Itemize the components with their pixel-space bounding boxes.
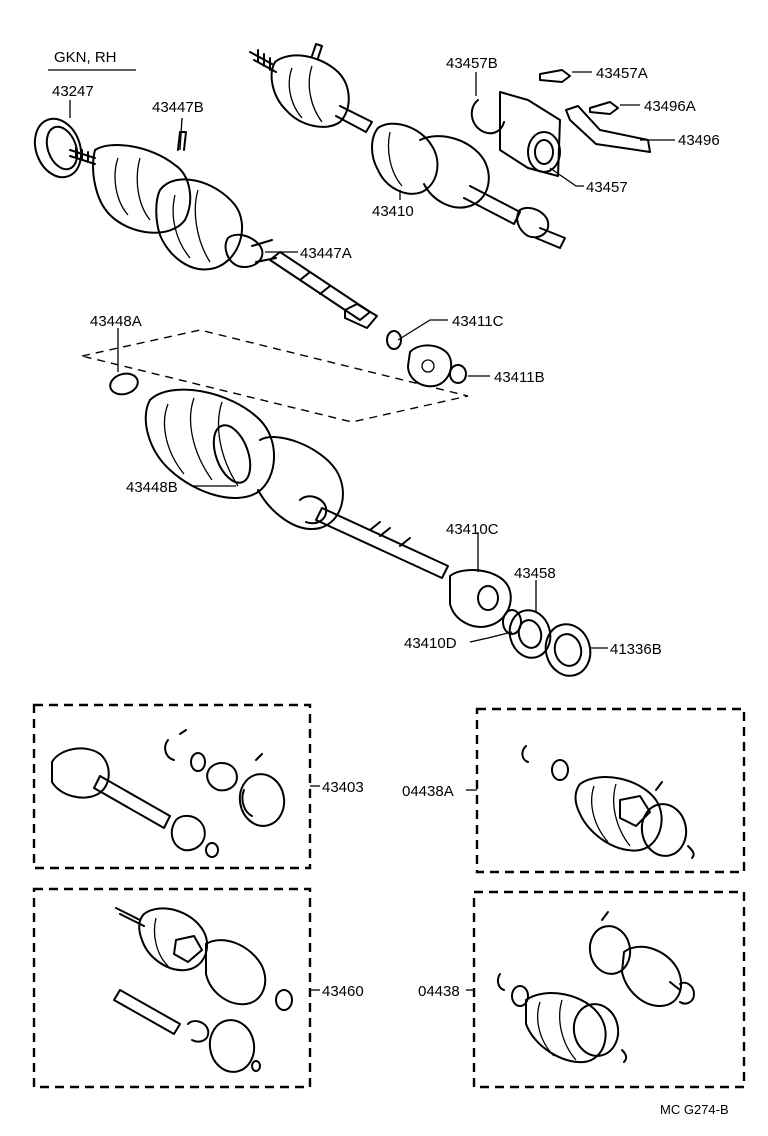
label-43496A: 43496A bbox=[644, 98, 696, 115]
part-labels: 43247 43447B 43447A 43410 43457B 43457A … bbox=[52, 55, 720, 1000]
label-04438: 04438 bbox=[418, 983, 460, 1000]
kit-43403 bbox=[32, 703, 312, 870]
outer-cv-joint-group bbox=[33, 117, 378, 329]
exploded-parts-group bbox=[81, 329, 469, 423]
inner-joint-group bbox=[249, 43, 651, 249]
leader-lines bbox=[69, 71, 675, 991]
label-43457: 43457 bbox=[586, 179, 628, 196]
lower-shaft-group bbox=[144, 388, 592, 677]
label-43458: 43458 bbox=[514, 565, 556, 582]
label-43410D: 43410D bbox=[404, 635, 457, 652]
label-43457A: 43457A bbox=[596, 65, 648, 82]
label-43460: 43460 bbox=[322, 983, 364, 1000]
label-43448A: 43448A bbox=[90, 313, 142, 330]
label-43247: 43247 bbox=[52, 83, 94, 100]
kit-04438A bbox=[475, 707, 746, 874]
kit-04438 bbox=[472, 890, 746, 1089]
label-43411C: 43411C bbox=[452, 313, 504, 330]
label-43448B: 43448B bbox=[126, 479, 178, 496]
label-43496: 43496 bbox=[678, 132, 720, 149]
label-43447B: 43447B bbox=[152, 99, 204, 116]
label-43457B: 43457B bbox=[446, 55, 498, 72]
diagram-ref-code: MC G274-B bbox=[660, 1102, 729, 1117]
label-43410C: 43410C bbox=[446, 521, 499, 538]
label-43403: 43403 bbox=[322, 779, 364, 796]
label-43411B: 43411B bbox=[494, 369, 545, 386]
label-41336B: 41336B bbox=[610, 641, 662, 658]
kit-43460 bbox=[32, 887, 312, 1089]
variant-label: GKN, RH bbox=[54, 49, 117, 66]
label-04438A: 04438A bbox=[402, 783, 454, 800]
label-43410: 43410 bbox=[372, 203, 414, 220]
label-43447A: 43447A bbox=[300, 245, 352, 262]
